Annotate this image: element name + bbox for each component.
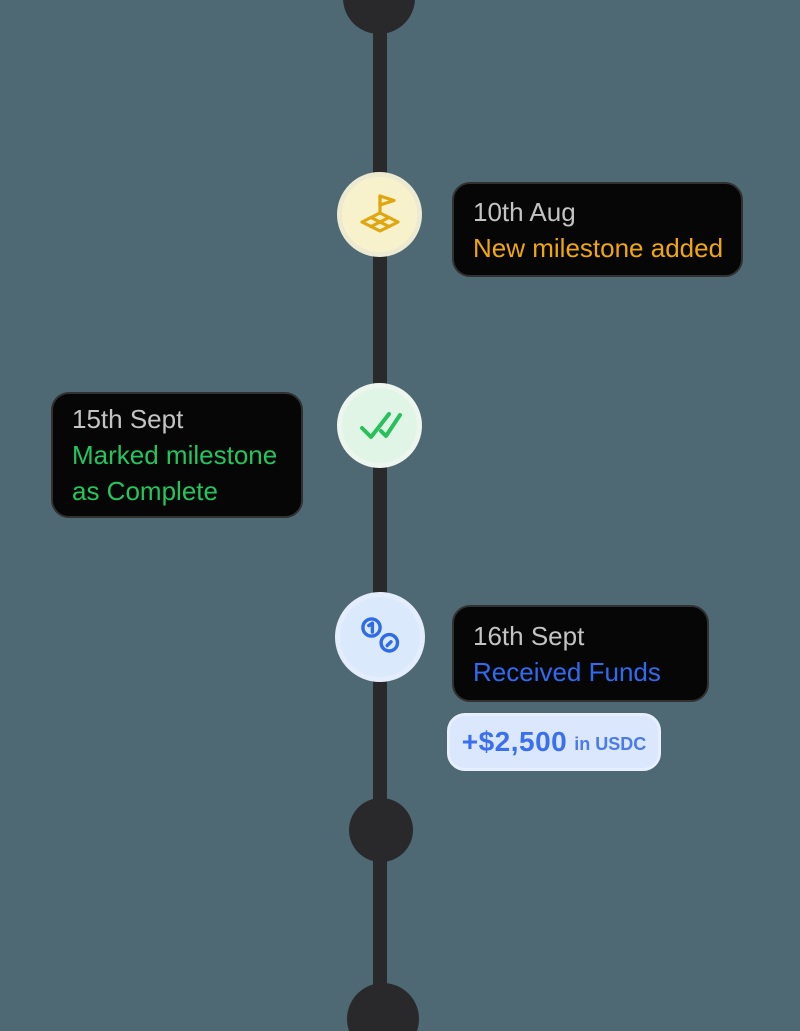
double-check-icon: [354, 400, 406, 452]
event-tooltip-received-funds: 16th Sept Received Funds: [452, 605, 709, 702]
amount-unit: in USDC: [574, 733, 647, 754]
timeline-node-middle: [349, 798, 413, 862]
coins-icon: [354, 611, 406, 663]
event-date: 16th Sept: [473, 620, 585, 651]
event-label: Received Funds: [473, 656, 661, 687]
amount-badge: +$2,500 in USDC: [447, 713, 661, 771]
event-label: New milestone added: [473, 232, 724, 263]
milestone-flag-icon: [354, 189, 406, 241]
event-label: Marked milestone as Complete: [72, 440, 278, 506]
event-date: 15th Sept: [72, 404, 184, 434]
amount-value: +$2,500: [461, 726, 568, 757]
milestone-node-complete[interactable]: [337, 383, 422, 468]
event-tooltip-new-milestone: 10th Aug New milestone added: [452, 182, 743, 277]
milestone-node-new-milestone[interactable]: [337, 172, 422, 257]
timeline-node-bottom: [347, 983, 419, 1031]
event-tooltip-complete: 15th Sept Marked milestone as Complete: [51, 392, 303, 518]
milestone-node-received-funds[interactable]: [335, 592, 425, 682]
timeline-line: [373, 0, 387, 1031]
event-date: 10th Aug: [473, 196, 576, 227]
timeline-node-top: [343, 0, 415, 34]
